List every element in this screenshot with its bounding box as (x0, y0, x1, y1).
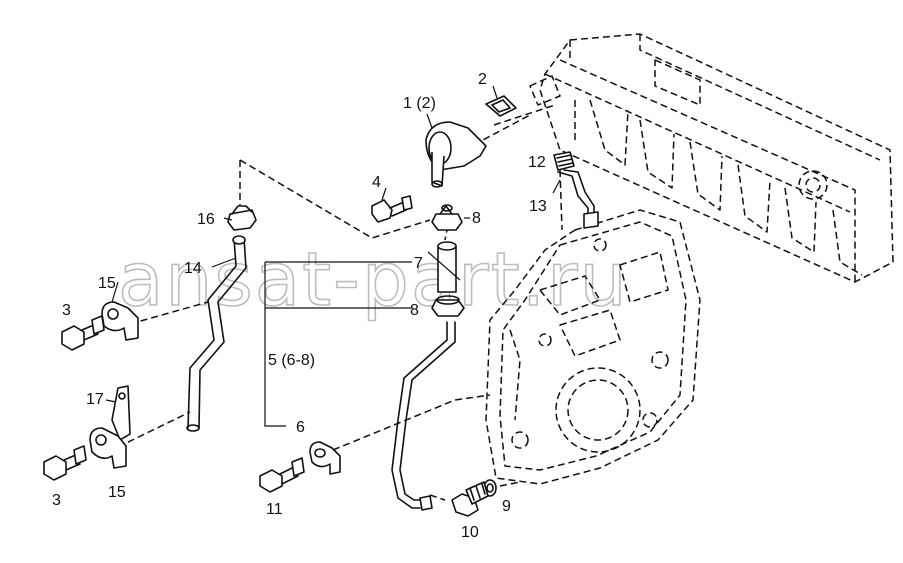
part-8-union-top (431, 204, 463, 231)
intake-manifold (529, 33, 894, 283)
front-cover (485, 209, 701, 485)
callout-1: 1 (2) (403, 95, 436, 112)
callout-labels: 1 (2) 2 3 3 4 5 (6-8) 6 7 8 8 9 10 11 12… (52, 71, 547, 541)
callout-15-upper: 15 (98, 275, 116, 292)
callout-7: 7 (414, 255, 423, 272)
callout-3-upper: 3 (62, 302, 71, 319)
part-16-union (227, 205, 257, 231)
callout-2: 2 (478, 71, 487, 88)
callout-6: 6 (296, 419, 305, 436)
callout-8-bottom: 8 (410, 302, 419, 319)
callout-9: 9 (502, 498, 511, 515)
callout-15-lower: 15 (108, 484, 126, 501)
part-15-clip-right (309, 441, 341, 475)
part-4-bolt (371, 195, 413, 223)
part-15-clip-lower (89, 427, 127, 469)
callout-8-top: 8 (472, 210, 481, 227)
part-11-bolt (259, 457, 305, 493)
part-2-gasket (485, 95, 517, 117)
callout-16: 16 (197, 211, 215, 228)
callout-10: 10 (461, 524, 479, 541)
callout-4: 4 (372, 174, 381, 191)
part-17-bracket (111, 385, 131, 441)
part-7-pipe (437, 241, 457, 293)
callout-14: 14 (184, 260, 202, 277)
part-12-cap (553, 151, 575, 171)
callout-17: 17 (86, 391, 104, 408)
part-1-fitting (425, 121, 487, 188)
part-14-pipe (186, 235, 247, 432)
part-13-tube (557, 169, 599, 229)
callout-13: 13 (529, 198, 547, 215)
part-3-bolt-lower (43, 445, 87, 481)
part-6-pipe (391, 321, 456, 511)
part-10-hollow-screw (451, 481, 489, 517)
callout-3-lower: 3 (52, 492, 61, 509)
part-3-bolt-upper (61, 315, 105, 351)
leader-lines (105, 85, 561, 427)
callout-5: 5 (6-8) (268, 352, 315, 369)
part-15-clip-upper (101, 301, 139, 341)
callout-11: 11 (266, 501, 283, 518)
watermark-text: ansat-part.ru (118, 237, 628, 323)
part-8-union-bottom (431, 295, 465, 317)
callout-12: 12 (528, 154, 546, 171)
